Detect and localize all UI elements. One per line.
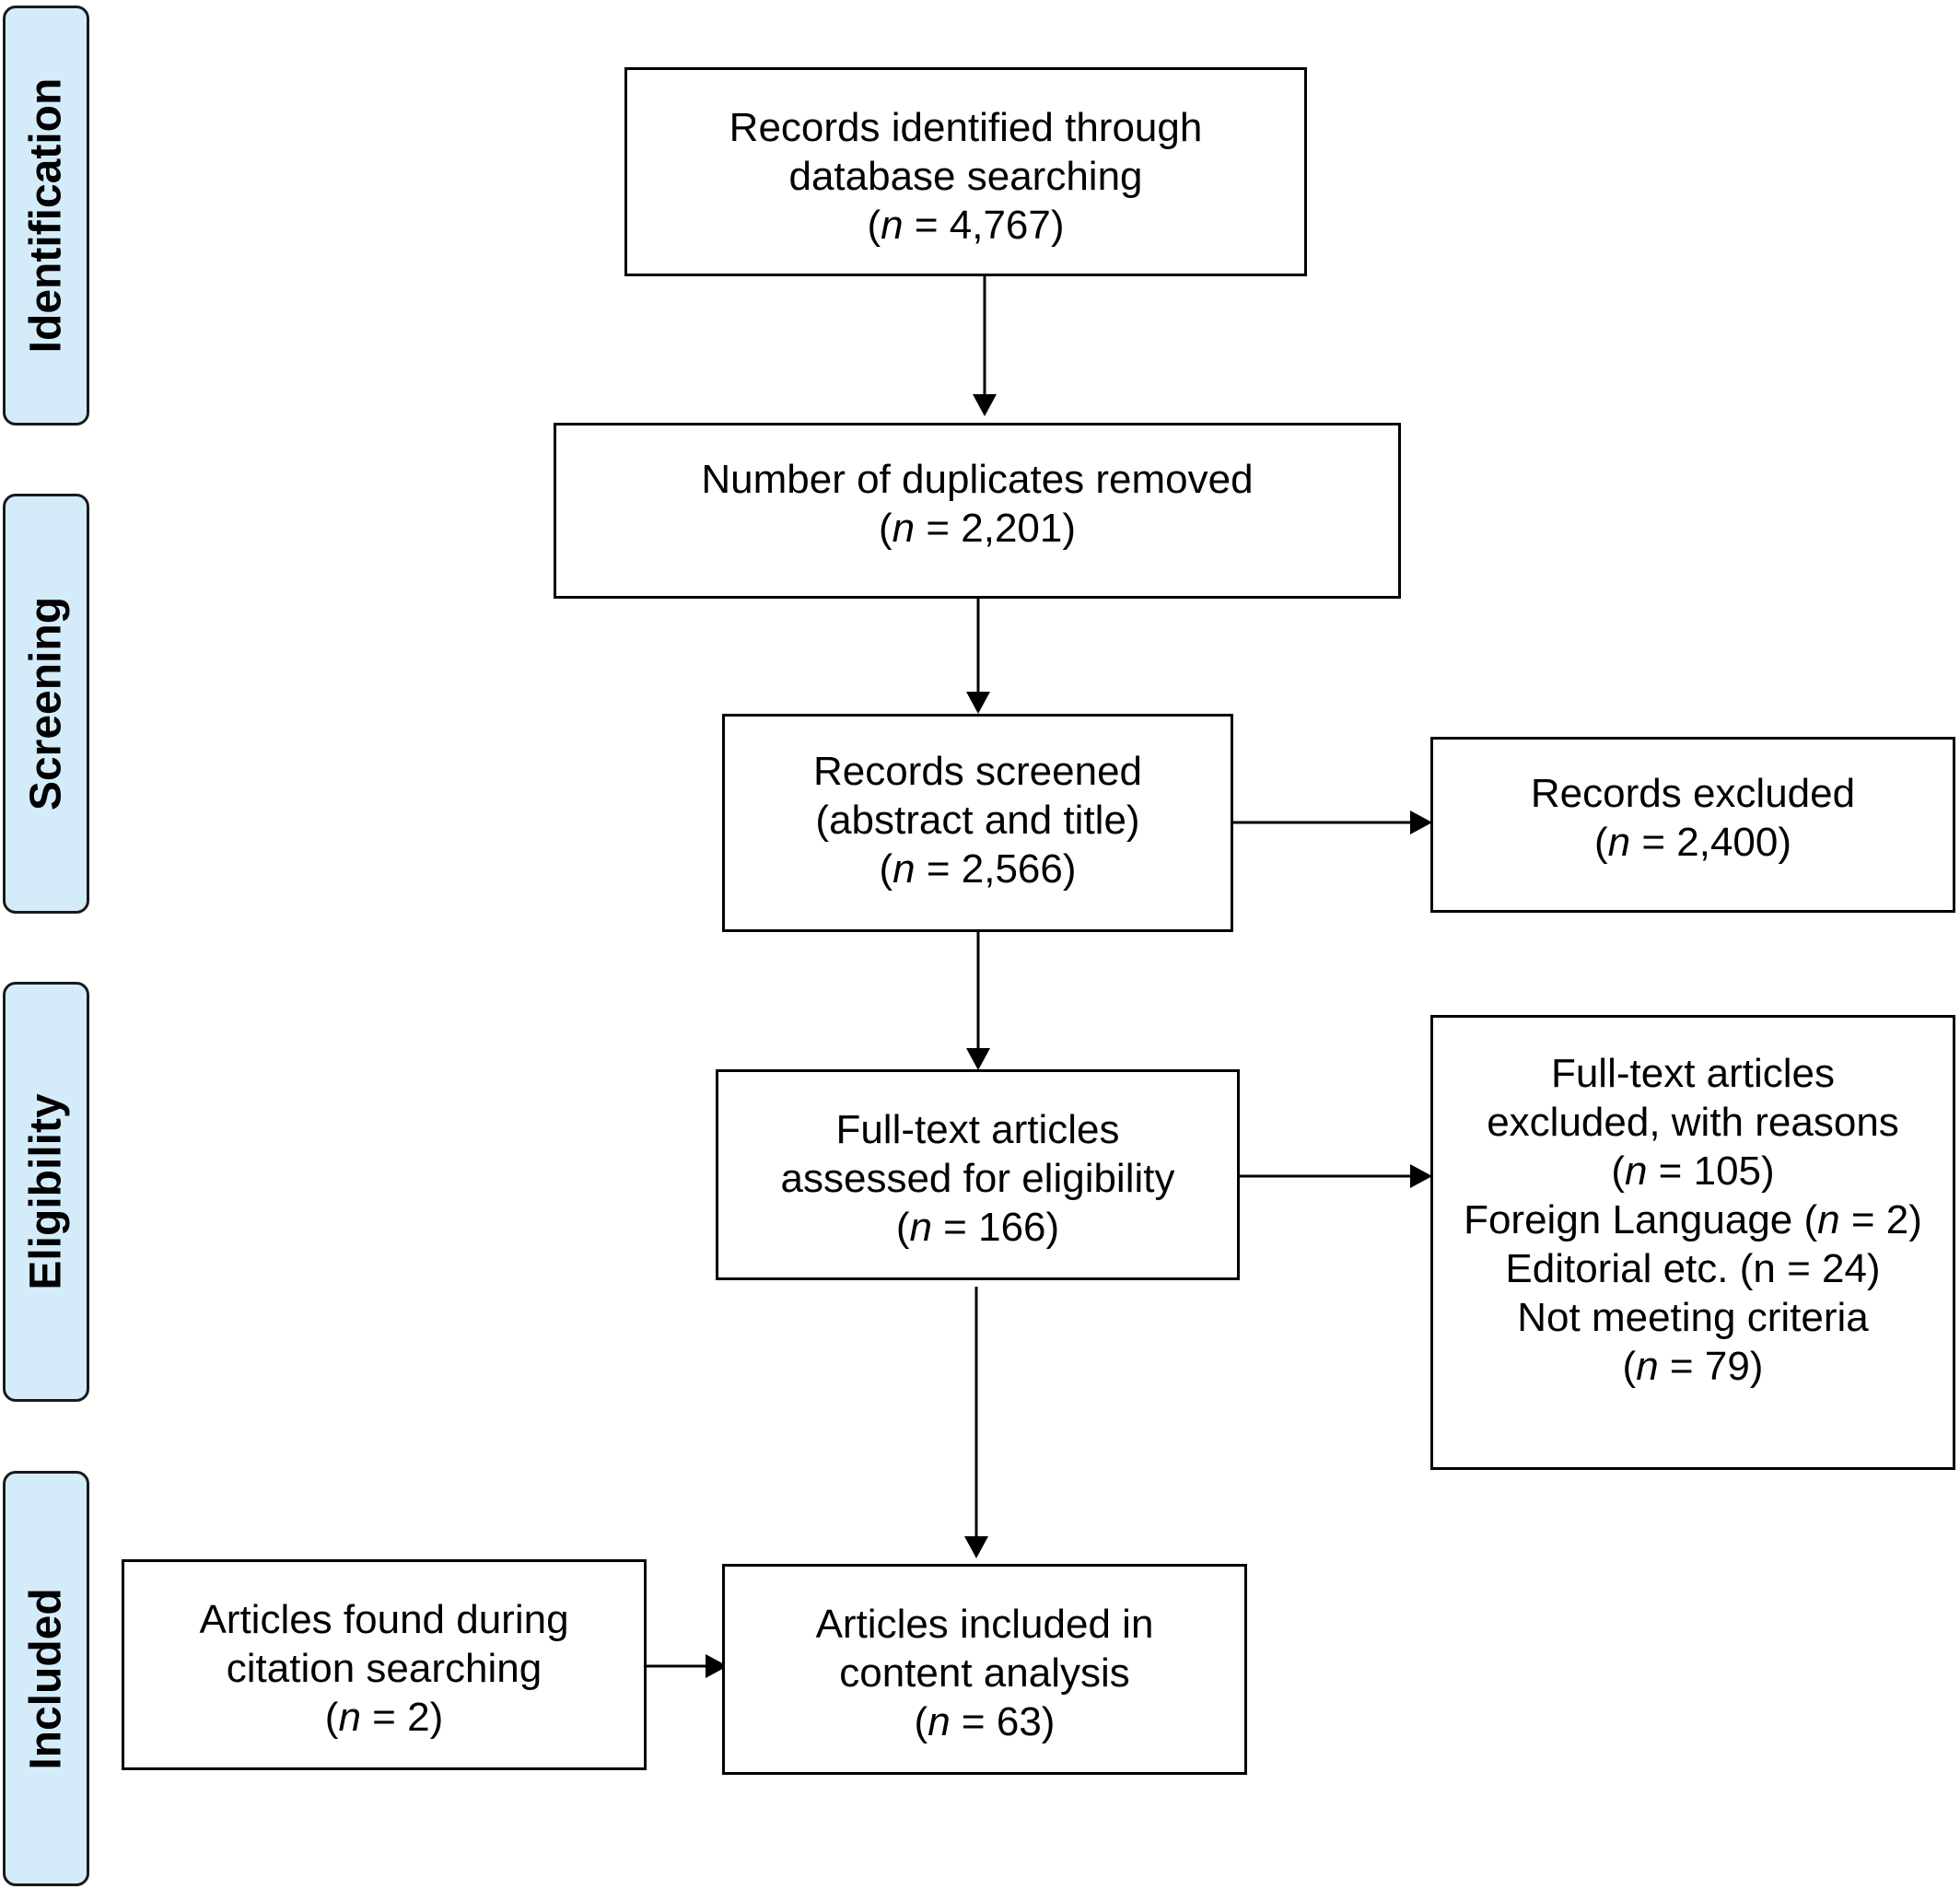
fulltext-assessed-box: Full-text articles assessed for eligibil… (716, 1069, 1240, 1280)
screened-box: Records screened (abstract and title) (n… (722, 714, 1233, 932)
included-box: Articles included in content analysis (n… (722, 1564, 1247, 1775)
reason-not-meeting-count: (n = 79) (1622, 1344, 1764, 1389)
fulltext-excluded-box: Full-text articles excluded, with reason… (1430, 1015, 1955, 1470)
reason-not-meeting-criteria: Not meeting criteria (1517, 1295, 1869, 1340)
identified-line-1: Records identified through (729, 105, 1203, 150)
screened-count: (n = 2,566) (879, 846, 1077, 892)
phase-eligibility: Eligibility (3, 982, 89, 1402)
citation-box: Articles found during citation searching… (122, 1559, 647, 1770)
citation-line-2: citation searching (226, 1646, 542, 1691)
fulltext-assessed-line-1: Full-text articles (835, 1107, 1120, 1152)
fulltext-excluded-line-1: Full-text articles (1550, 1051, 1836, 1096)
duplicates-line-1: Number of duplicates removed (701, 457, 1254, 502)
duplicates-box: Number of duplicates removed (n = 2,201) (554, 423, 1401, 599)
reason-editorial: Editorial etc. (n = 24) (1505, 1246, 1881, 1291)
screened-line-2: (abstract and title) (815, 798, 1140, 843)
citation-line-1: Articles found during (199, 1597, 569, 1642)
fulltext-assessed-count: (n = 166) (895, 1205, 1060, 1250)
included-line-1: Articles included in (815, 1602, 1154, 1647)
phase-screening: Screening (3, 494, 89, 914)
duplicates-count: (n = 2,201) (878, 506, 1077, 551)
included-line-2: content analysis (839, 1650, 1130, 1696)
records-excluded-count: (n = 2,400) (1593, 820, 1792, 865)
records-excluded-box: Records excluded (n = 2,400) (1430, 737, 1955, 913)
identified-count: (n = 4,767) (867, 203, 1065, 248)
fulltext-excluded-line-2: excluded, with reasons (1487, 1100, 1899, 1145)
identified-box: Records identified through database sear… (624, 67, 1307, 276)
reason-foreign-language: Foreign Language (n = 2) (1464, 1197, 1922, 1242)
screened-line-1: Records screened (812, 749, 1143, 794)
included-count: (n = 63) (914, 1699, 1056, 1744)
records-excluded-line-1: Records excluded (1530, 771, 1856, 816)
phase-included: Included (3, 1471, 89, 1886)
identified-line-2: database searching (788, 154, 1143, 199)
citation-count: (n = 2) (324, 1695, 444, 1740)
fulltext-assessed-line-2: assessed for eligibility (780, 1156, 1175, 1201)
phase-identification: Identification (3, 6, 89, 426)
fulltext-excluded-count: (n = 105) (1611, 1149, 1775, 1194)
